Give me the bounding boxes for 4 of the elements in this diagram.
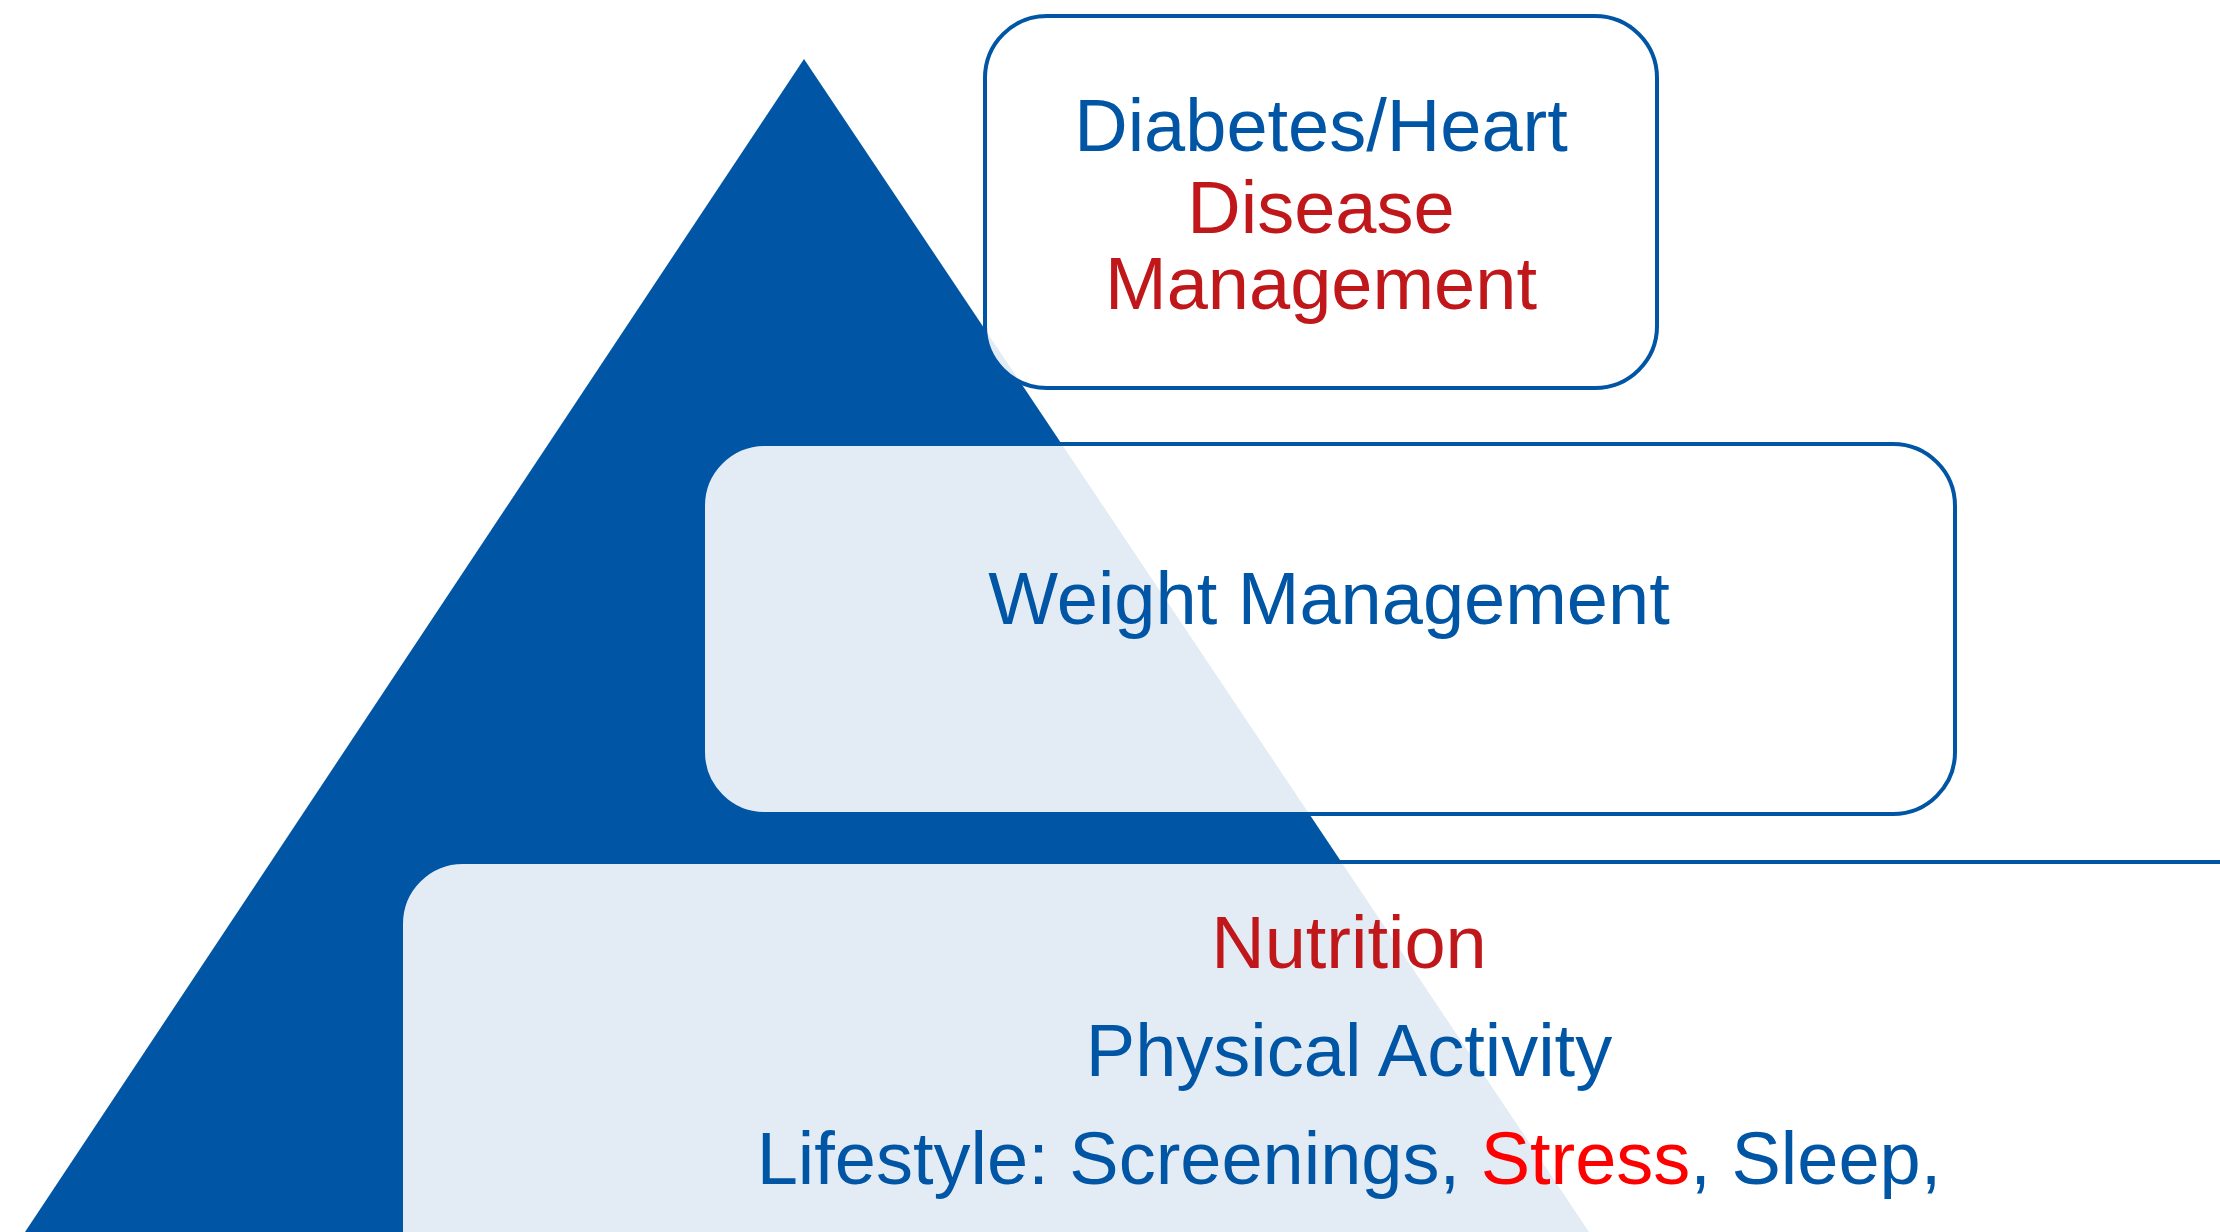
- box-label: Disease Management: [1104, 170, 1538, 323]
- rounded-box: [983, 14, 1659, 390]
- box-label: Nutrition: [1211, 906, 1487, 980]
- box-label: Diabetes/Heart: [1074, 88, 1568, 165]
